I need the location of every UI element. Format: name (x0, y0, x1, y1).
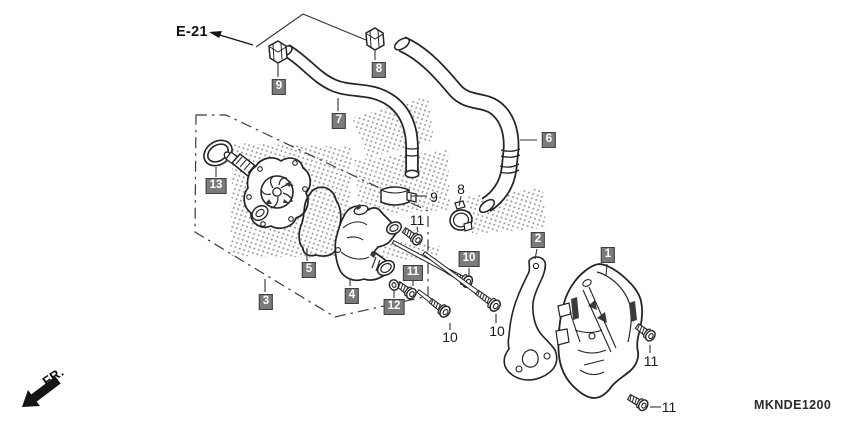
plain-label-9: 9 (430, 189, 438, 205)
hose-clamp-9-top (268, 40, 288, 64)
bolt-11-d (626, 393, 649, 412)
callout-box-13[interactable]: 13 (205, 178, 227, 194)
cover-plate-2 (503, 256, 558, 381)
hose-6 (393, 36, 521, 214)
callout-box-10[interactable]: 10 (458, 251, 480, 267)
pump-cover-1 (555, 263, 643, 399)
callout-box-2[interactable]: 2 (530, 232, 546, 248)
bolt-11-b (395, 280, 417, 300)
hose-clamp-9-mid (380, 186, 417, 206)
diagram-code: MKNDE1200 (754, 398, 832, 412)
callout-box-11[interactable]: 11 (402, 265, 424, 281)
front-direction-arrow (22, 376, 61, 407)
callout-box-6[interactable]: 6 (541, 132, 557, 148)
hose-clamp-8-top (365, 27, 385, 51)
callout-box-4[interactable]: 4 (344, 288, 360, 304)
leader-lines (215, 13, 661, 408)
callout-box-8[interactable]: 8 (371, 62, 387, 78)
gasket-5 (298, 186, 342, 257)
bolt-10-b (422, 251, 501, 312)
callout-box-1[interactable]: 1 (600, 247, 616, 263)
plain-label-10-b: 10 (489, 323, 505, 339)
section-ref-label: E-21 (176, 24, 208, 40)
callout-box-7[interactable]: 7 (331, 113, 347, 129)
bolt-11-a (401, 226, 423, 246)
o-ring-13 (203, 139, 233, 167)
callout-box-9[interactable]: 9 (271, 79, 287, 95)
washer-12 (388, 279, 400, 291)
callout-box-5[interactable]: 5 (301, 262, 317, 278)
plain-label-8: 8 (457, 181, 465, 197)
pump-cover-4 (334, 204, 403, 282)
bolt-10-c (416, 289, 451, 318)
section-ref-arrow (209, 31, 254, 46)
plain-label-11-c: 11 (661, 399, 677, 415)
callout-box-12[interactable]: 12 (383, 299, 405, 315)
bolt-11-c (634, 322, 656, 342)
plain-label-11-b: 11 (643, 353, 659, 369)
water-pump-assembly-3 (223, 151, 312, 229)
plain-label-11-a: 11 (409, 212, 425, 228)
plain-label-10-a: 10 (442, 329, 458, 345)
hose-clamp-8-mid (449, 200, 473, 232)
callout-box-3[interactable]: 3 (258, 294, 274, 310)
